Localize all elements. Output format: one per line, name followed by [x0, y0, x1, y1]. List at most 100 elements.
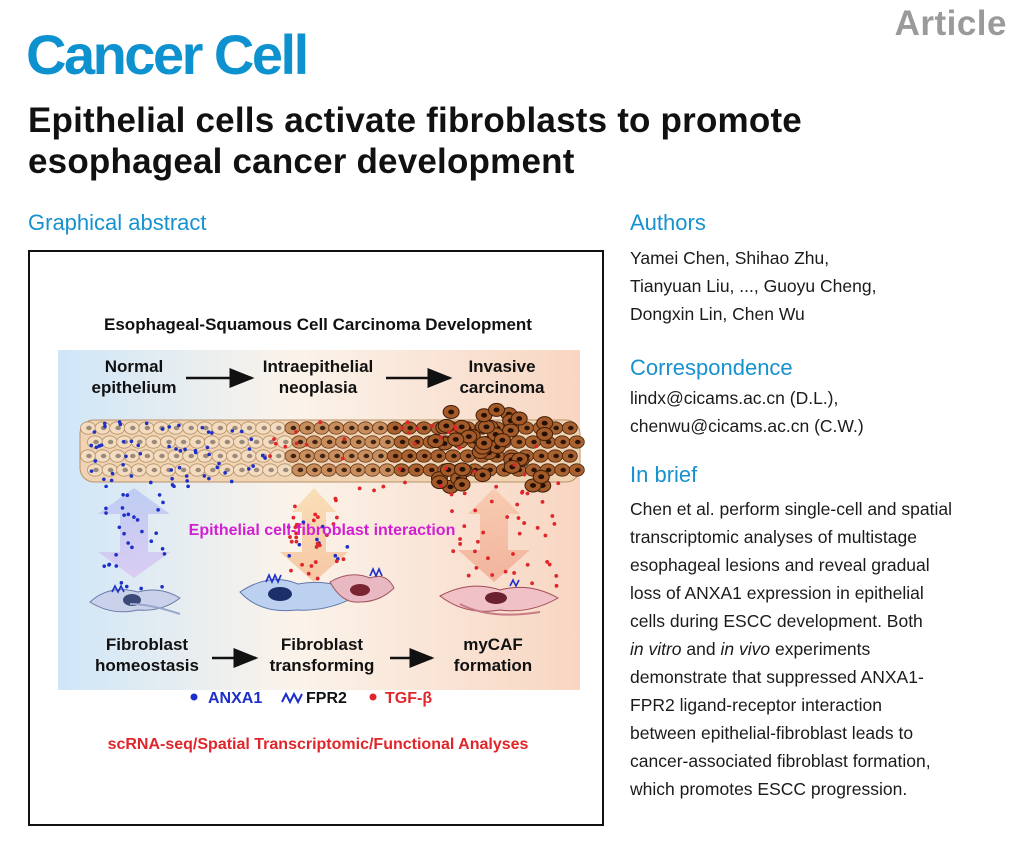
anxa1-dot [117, 525, 122, 530]
stage-top-1-line-1: Normal [105, 357, 164, 376]
stage-top-2-line-2: neoplasia [279, 378, 358, 397]
epithelial-cell-nucleus [159, 453, 165, 459]
carcinoma-cell-nucleus [481, 412, 488, 418]
tgfb-dot [490, 573, 495, 577]
anxa1-dot [215, 465, 220, 470]
fibroblast-mycaf [439, 585, 560, 616]
anxa1-dot [287, 554, 292, 558]
epithelial-cell-nucleus [312, 439, 318, 445]
tgfb-dot [525, 491, 530, 496]
anxa1-dot [120, 506, 125, 510]
anxa1-dot [249, 437, 254, 441]
epithelial-cell-nucleus [283, 439, 289, 445]
anxa1-dot [184, 474, 189, 478]
anxa1-dot [247, 447, 252, 451]
carcinoma-cell-nucleus [459, 482, 466, 487]
tgfb-dot [516, 516, 521, 520]
in-brief-line: in vitro and in vivo experiments [630, 635, 1022, 663]
correspondence-heading: Correspondence [630, 355, 793, 380]
tgfb-dot [331, 522, 336, 526]
in-brief-run: loss of ANXA1 expression in epithelial [630, 583, 924, 603]
carcinoma-cell-nucleus [443, 423, 450, 429]
tgfb-dot [554, 583, 559, 588]
carcinoma-cell-nucleus [465, 434, 472, 439]
epithelial-cell-nucleus [399, 439, 406, 445]
tgfb-dot [313, 560, 318, 564]
tgfb-dot [554, 573, 559, 578]
tgfb-dot [306, 571, 311, 576]
tgfb-dot [400, 426, 405, 430]
epithelial-cell-nucleus [217, 453, 224, 459]
anxa1-dot [124, 454, 128, 459]
carcinoma-cell-nucleus [507, 428, 514, 433]
carcinoma-cell-nucleus [530, 483, 537, 488]
epithelial-cell-nucleus [545, 467, 552, 473]
tgfb-dot [457, 446, 462, 450]
anxa1-dot [94, 445, 99, 450]
anxa1-dot [104, 511, 108, 515]
tgfb-dot [494, 484, 499, 489]
tgfb-dot [283, 444, 288, 449]
anxa1-dot [169, 468, 174, 472]
journal-name: Cancer Cell [26, 23, 309, 86]
anxa1-dot [210, 431, 214, 435]
carcinoma-cell-nucleus [436, 479, 443, 485]
carcinoma-cell-nucleus [479, 472, 486, 478]
epithelial-cell-nucleus [239, 439, 245, 445]
epithelial-cell-nucleus [224, 439, 231, 445]
anxa1-dot [109, 478, 114, 483]
authors-line-3: Dongxin Lin, Chen Wu [630, 304, 805, 324]
epithelial-cell-nucleus [261, 425, 267, 431]
anxa1-dot [104, 506, 108, 511]
epithelial-cell-nucleus [422, 453, 428, 459]
epithelial-cell-nucleus [297, 439, 304, 445]
epithelial-cell-nucleus [290, 425, 297, 431]
epithelial-cell-nucleus [516, 439, 523, 445]
tgfb-dot [520, 490, 524, 495]
epithelial-cell-nucleus [378, 453, 384, 459]
anxa1-dot [207, 476, 211, 481]
legend-anxa1-label: ANXA1 [208, 690, 262, 707]
tgfb-dot [318, 420, 323, 425]
anxa1-dot [207, 452, 211, 457]
epithelial-cell-nucleus [100, 453, 107, 459]
epithelial-cell-nucleus [188, 425, 194, 431]
tgfb-dot [430, 423, 435, 428]
anxa1-dot [97, 444, 102, 448]
stage-top-2-line-1: Intraepithelial [263, 357, 374, 376]
epithelial-cell-nucleus [334, 453, 341, 459]
tgfb-dot [522, 521, 527, 525]
graphical-abstract-heading: Graphical abstract [28, 210, 207, 235]
tgfb-dot [450, 509, 454, 514]
carcinoma-cell-nucleus [458, 424, 465, 430]
epithelial-cell-nucleus [560, 467, 566, 473]
figure-title: Esophageal-Squamous Cell Carcinoma Devel… [104, 315, 532, 334]
interaction-label: Epithelial cell-fibroblast interaction [189, 522, 456, 539]
tgfb-dot [512, 463, 517, 467]
tgfb-dot [550, 514, 555, 518]
anxa1-dot [119, 580, 124, 585]
anxa1-dot [183, 447, 187, 452]
anxa1-dot [92, 430, 97, 434]
in-brief-run: demonstrate that suppressed ANXA1- [630, 667, 924, 687]
epithelial-cell-nucleus [370, 467, 377, 473]
tgfb-dot [472, 469, 477, 474]
tgfb-dot [311, 518, 316, 523]
anxa1-dot [333, 553, 338, 558]
tgfb-dot [458, 542, 463, 546]
epithelial-cell-nucleus [253, 439, 260, 445]
epithelial-cell-nucleus [232, 453, 238, 459]
epithelial-cell-nucleus [385, 439, 391, 445]
correspondence-list: lindx@cicams.ac.cn (D.L.), chenwu@cicams… [630, 384, 864, 440]
stage-bottom-2-line-1: Fibroblast [281, 635, 364, 654]
anxa1-dot [167, 444, 171, 449]
tgfb-dot [511, 552, 515, 556]
anxa1-dot [157, 493, 162, 497]
epithelial-cell-nucleus [436, 453, 443, 459]
tgfb-dot [525, 562, 530, 567]
epithelial-cell-nucleus [326, 467, 333, 473]
in-brief-heading: In brief [630, 462, 698, 487]
carcinoma-cell-nucleus [481, 440, 488, 446]
tgfb-dot [547, 562, 552, 567]
epithelial-cell-nucleus [341, 467, 348, 473]
